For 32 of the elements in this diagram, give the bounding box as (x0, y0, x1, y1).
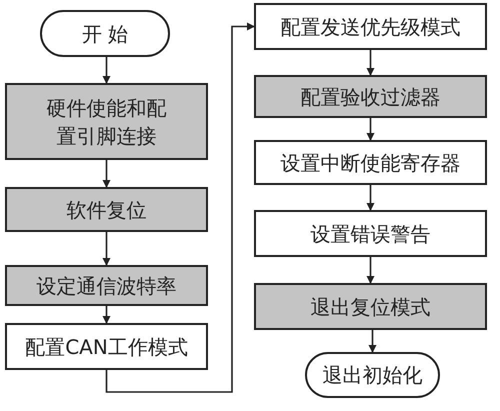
arrow (102, 232, 110, 266)
step-text: 配置CAN工作模式 (25, 334, 188, 360)
terminal-box (305, 352, 440, 398)
process-box (5, 187, 208, 232)
process-box (254, 283, 487, 330)
process-box (5, 83, 208, 160)
step-text: 设定通信波特率 (36, 272, 176, 300)
step-text: 设置错误警告 (310, 220, 430, 248)
step-text: 软件复位 (66, 196, 146, 224)
process-box (254, 210, 487, 257)
terminal-box (40, 10, 170, 57)
arrow (102, 57, 110, 84)
step-text: 退出复位模式 (310, 294, 430, 320)
arrow (366, 118, 374, 141)
step-text: 开 始 (82, 20, 128, 48)
step-text: 硬件使能和配置引脚连接 (46, 94, 168, 150)
step-text: 设置中断使能寄存器 (280, 150, 460, 176)
process-box (5, 265, 208, 306)
arrow (102, 306, 110, 324)
step-text: 退出初始化 (322, 362, 422, 389)
step-text: 配置验收过滤器 (300, 84, 440, 110)
process-box (5, 323, 208, 370)
process-box (254, 3, 487, 50)
arrow (106, 22, 255, 393)
arrow (366, 185, 374, 211)
arrow (366, 257, 374, 284)
step-text: 配置发送优先级模式 (280, 14, 460, 40)
arrow (102, 160, 110, 188)
process-box (254, 75, 487, 118)
arrow (368, 330, 376, 353)
arrow (366, 50, 374, 76)
process-box (254, 140, 487, 185)
